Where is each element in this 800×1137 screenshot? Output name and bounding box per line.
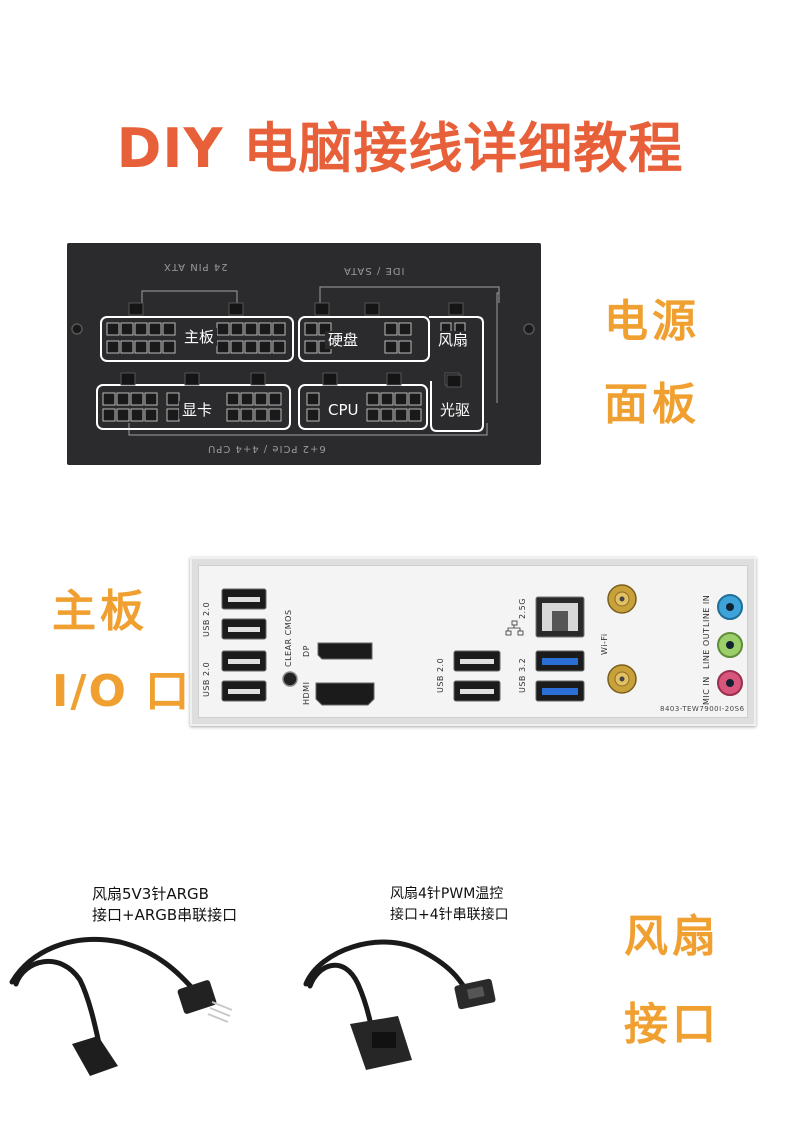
psu-port-cpu: CPU <box>325 401 362 419</box>
io-usb32-label: USB 3.2 <box>518 657 527 693</box>
io-line-in-label: LINE IN <box>702 594 711 627</box>
io-lan-label: 2.5G <box>518 598 527 619</box>
psu-port-fan: 风扇 <box>435 331 472 349</box>
psu-port-optical: 光驱 <box>437 401 474 419</box>
psu-port-gpu: 显卡 <box>179 401 216 419</box>
io-shield: USB 2.0 USB 2.0 CLEAR CMOS DP HDMI USB 2… <box>190 557 756 726</box>
fan-side-label-1: 风扇 <box>624 911 720 962</box>
page-title: DIY 电脑接线详细教程 <box>116 117 684 180</box>
psu-port-motherboard: 主板 <box>181 328 218 346</box>
io-mic-in-label: MIC IN <box>702 676 711 705</box>
psu-port-hdd: 硬盘 <box>325 331 362 349</box>
atx24-label: 24 PIN ATX <box>163 261 228 272</box>
pwm-caption-2: 接口+4针串联接口 <box>390 907 509 923</box>
io-clear-cmos-label: CLEAR CMOS <box>284 609 293 667</box>
psu-side-label-2: 面板 <box>604 379 700 430</box>
argb-cable <box>9 936 233 1076</box>
io-usb-label-top: USB 2.0 <box>202 601 211 637</box>
io-dp-label: DP <box>302 645 311 657</box>
fan-cables-drawing <box>9 936 496 1076</box>
psu-side-label-1: 电源 <box>604 296 700 347</box>
io-side-label-2: I/O 口 <box>52 666 192 717</box>
argb-caption-1: 风扇5V3针ARGB <box>92 885 209 903</box>
io-ports-drawing <box>221 584 743 706</box>
psu-panel: 24 PIN ATX IDE / SATA 6+2 PCIe / 4+4 CPU… <box>67 243 541 465</box>
io-part-code: 8403-TEW7900I-20S6 <box>660 705 745 713</box>
fan-side-label-2: 接口 <box>624 999 720 1050</box>
io-usb-label-bottom: USB 2.0 <box>202 661 211 697</box>
pwm-caption-1: 风扇4针PWM温控 <box>390 886 504 902</box>
io-wifi-label: Wi-Fi <box>600 633 609 655</box>
io-side-label-1: 主板 <box>52 586 148 637</box>
io-usb2-mid-label: USB 2.0 <box>436 657 445 693</box>
io-hdmi-label: HDMI <box>302 681 311 705</box>
io-line-out-label: LINE OUT <box>702 627 711 669</box>
ide-sata-label: IDE / SATA <box>343 265 405 276</box>
argb-caption-2: 接口+ARGB串联接口 <box>92 906 238 924</box>
psu-panel-drawing <box>71 286 535 436</box>
pwm-cable <box>303 939 496 1070</box>
pcie-cpu-label: 6+2 PCIe / 4+4 CPU <box>207 443 326 454</box>
